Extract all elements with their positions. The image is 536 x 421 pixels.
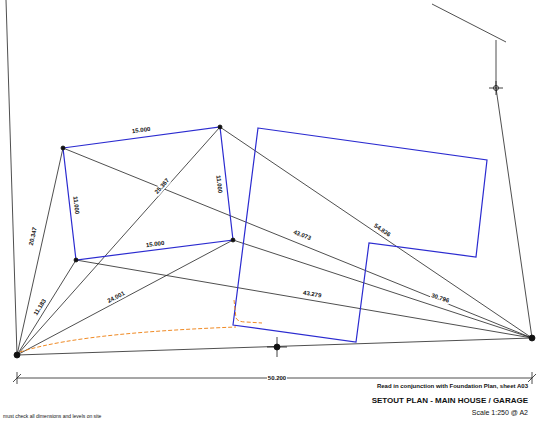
dimension-label: 50.200 bbox=[267, 375, 287, 382]
dimension-label: 11.183 bbox=[32, 297, 48, 317]
dimension-label: 15.000 bbox=[144, 239, 165, 248]
dimension-label: 20.347 bbox=[28, 225, 39, 246]
note: must check all dimensions and levels on … bbox=[3, 414, 101, 420]
dimension-label: 11.000 bbox=[72, 195, 81, 216]
dimension-label: 15.000 bbox=[130, 125, 151, 134]
note: Read in conjunction with Foundation Plan… bbox=[377, 383, 528, 390]
note: Scale 1:250 @ A2 bbox=[472, 409, 528, 417]
dimension-label: 11.000 bbox=[215, 174, 224, 195]
dimension-label: 43.279 bbox=[301, 289, 322, 299]
dimension-label: 25.367 bbox=[153, 176, 171, 196]
dimension-label: 30.796 bbox=[429, 292, 450, 305]
drawing-title: SETOUT PLAN - MAIN HOUSE / GARAGE bbox=[372, 397, 528, 406]
dimension-label: 43.073 bbox=[291, 228, 312, 242]
dimension-label: 54.836 bbox=[372, 222, 393, 239]
